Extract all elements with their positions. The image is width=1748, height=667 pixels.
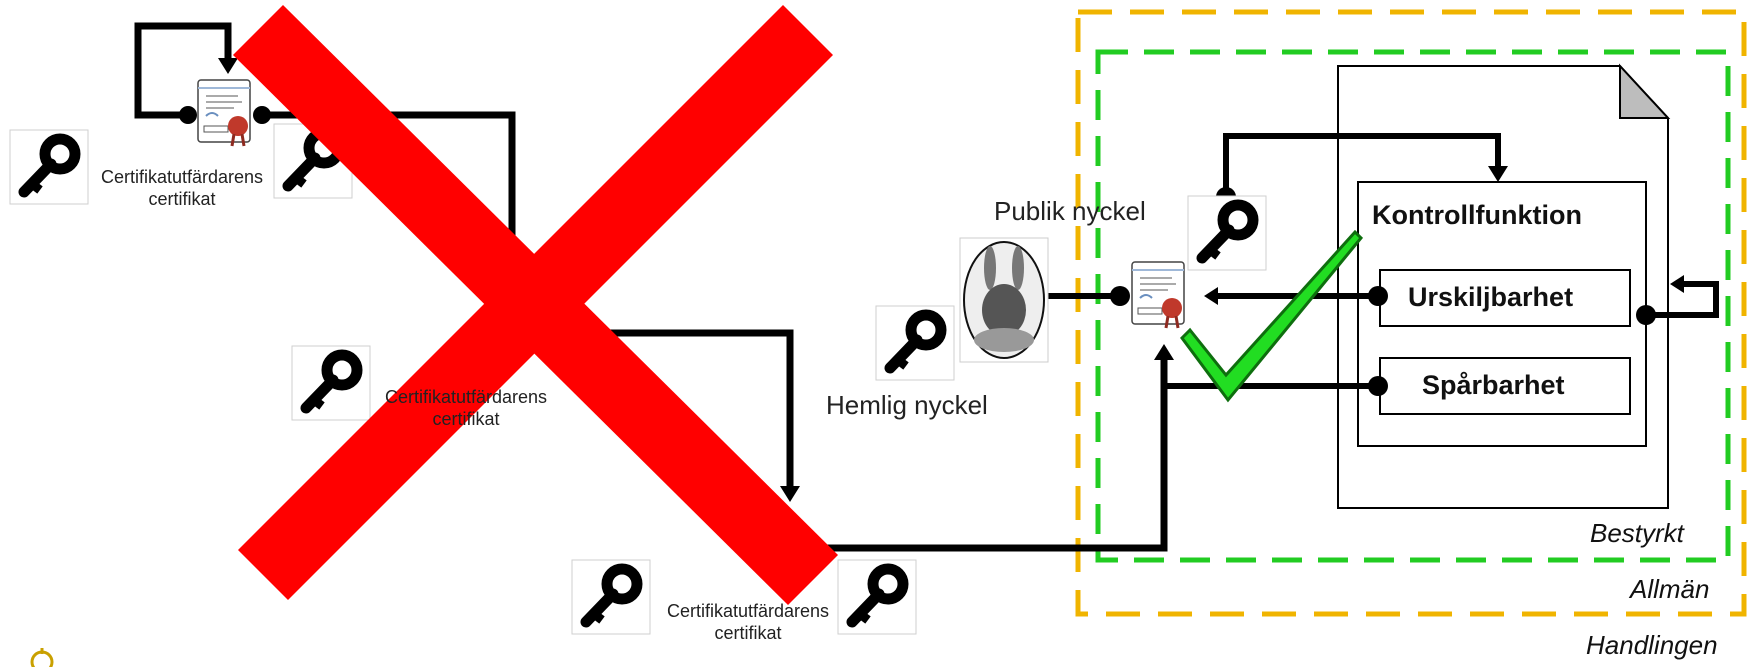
- control-function-label: Kontrollfunktion: [1372, 200, 1582, 230]
- connector-dot: [179, 106, 197, 124]
- ca-certificate-label-line2: certifikat: [148, 189, 216, 209]
- arrowhead: [780, 486, 800, 502]
- key-icon: [10, 130, 88, 204]
- connector-dot: [1636, 305, 1656, 325]
- distinguishability-label: Urskiljbarhet: [1408, 282, 1574, 312]
- key-icon: [572, 560, 650, 634]
- key-icon: [876, 306, 954, 380]
- connector-dot: [1368, 286, 1388, 306]
- connector-dot: [1110, 286, 1130, 306]
- public-key-label: Publik nyckel: [994, 196, 1146, 226]
- checkmark-icon: [1180, 229, 1364, 403]
- ca-certificate-label-line1: Certifikatutfärdarens: [100, 167, 264, 187]
- ca-certificate-label: Certifikatutfärdarens certifikat: [366, 386, 566, 430]
- connector-dot: [1368, 376, 1388, 396]
- rabbit-photo: [959, 237, 1049, 363]
- ca-certificate-label-line1: Certifikatutfärdarens: [666, 601, 830, 621]
- connector-dot: [253, 106, 271, 124]
- certificate-icon: [196, 78, 252, 148]
- public-border: [1075, 9, 1747, 617]
- crest-logo: [30, 648, 54, 667]
- ca-certificate-label: Certifikatutfärdarens certifikat: [82, 166, 282, 210]
- key-icon: [292, 346, 370, 420]
- arrowhead: [1670, 275, 1684, 293]
- certified-label: Bestyrkt: [1590, 518, 1684, 548]
- ca-certificate-label-line2: certifikat: [432, 409, 500, 429]
- new-chain-lines: [1046, 133, 1719, 548]
- certified-border: [1095, 49, 1731, 563]
- ca-certificate-label: Certifikatutfärdarens certifikat: [648, 600, 848, 644]
- arrowhead: [1204, 287, 1218, 305]
- arrowhead: [1488, 166, 1508, 182]
- public-label: Allmän: [1630, 574, 1710, 604]
- ca-certificate-label-line1: Certifikatutfärdarens: [384, 387, 548, 407]
- key-icon: [1188, 196, 1266, 270]
- key-icon: [838, 560, 916, 634]
- document-label: Handlingen: [1586, 630, 1718, 660]
- secret-key-label: Hemlig nyckel: [826, 390, 988, 420]
- certificate-icon: [1130, 260, 1186, 330]
- arrowhead: [1154, 344, 1174, 360]
- cross-mark: [233, 5, 838, 605]
- traceability-label: Spårbarhet: [1422, 370, 1565, 400]
- ca-certificate-label-line2: certifikat: [714, 623, 782, 643]
- arrowhead: [218, 58, 238, 74]
